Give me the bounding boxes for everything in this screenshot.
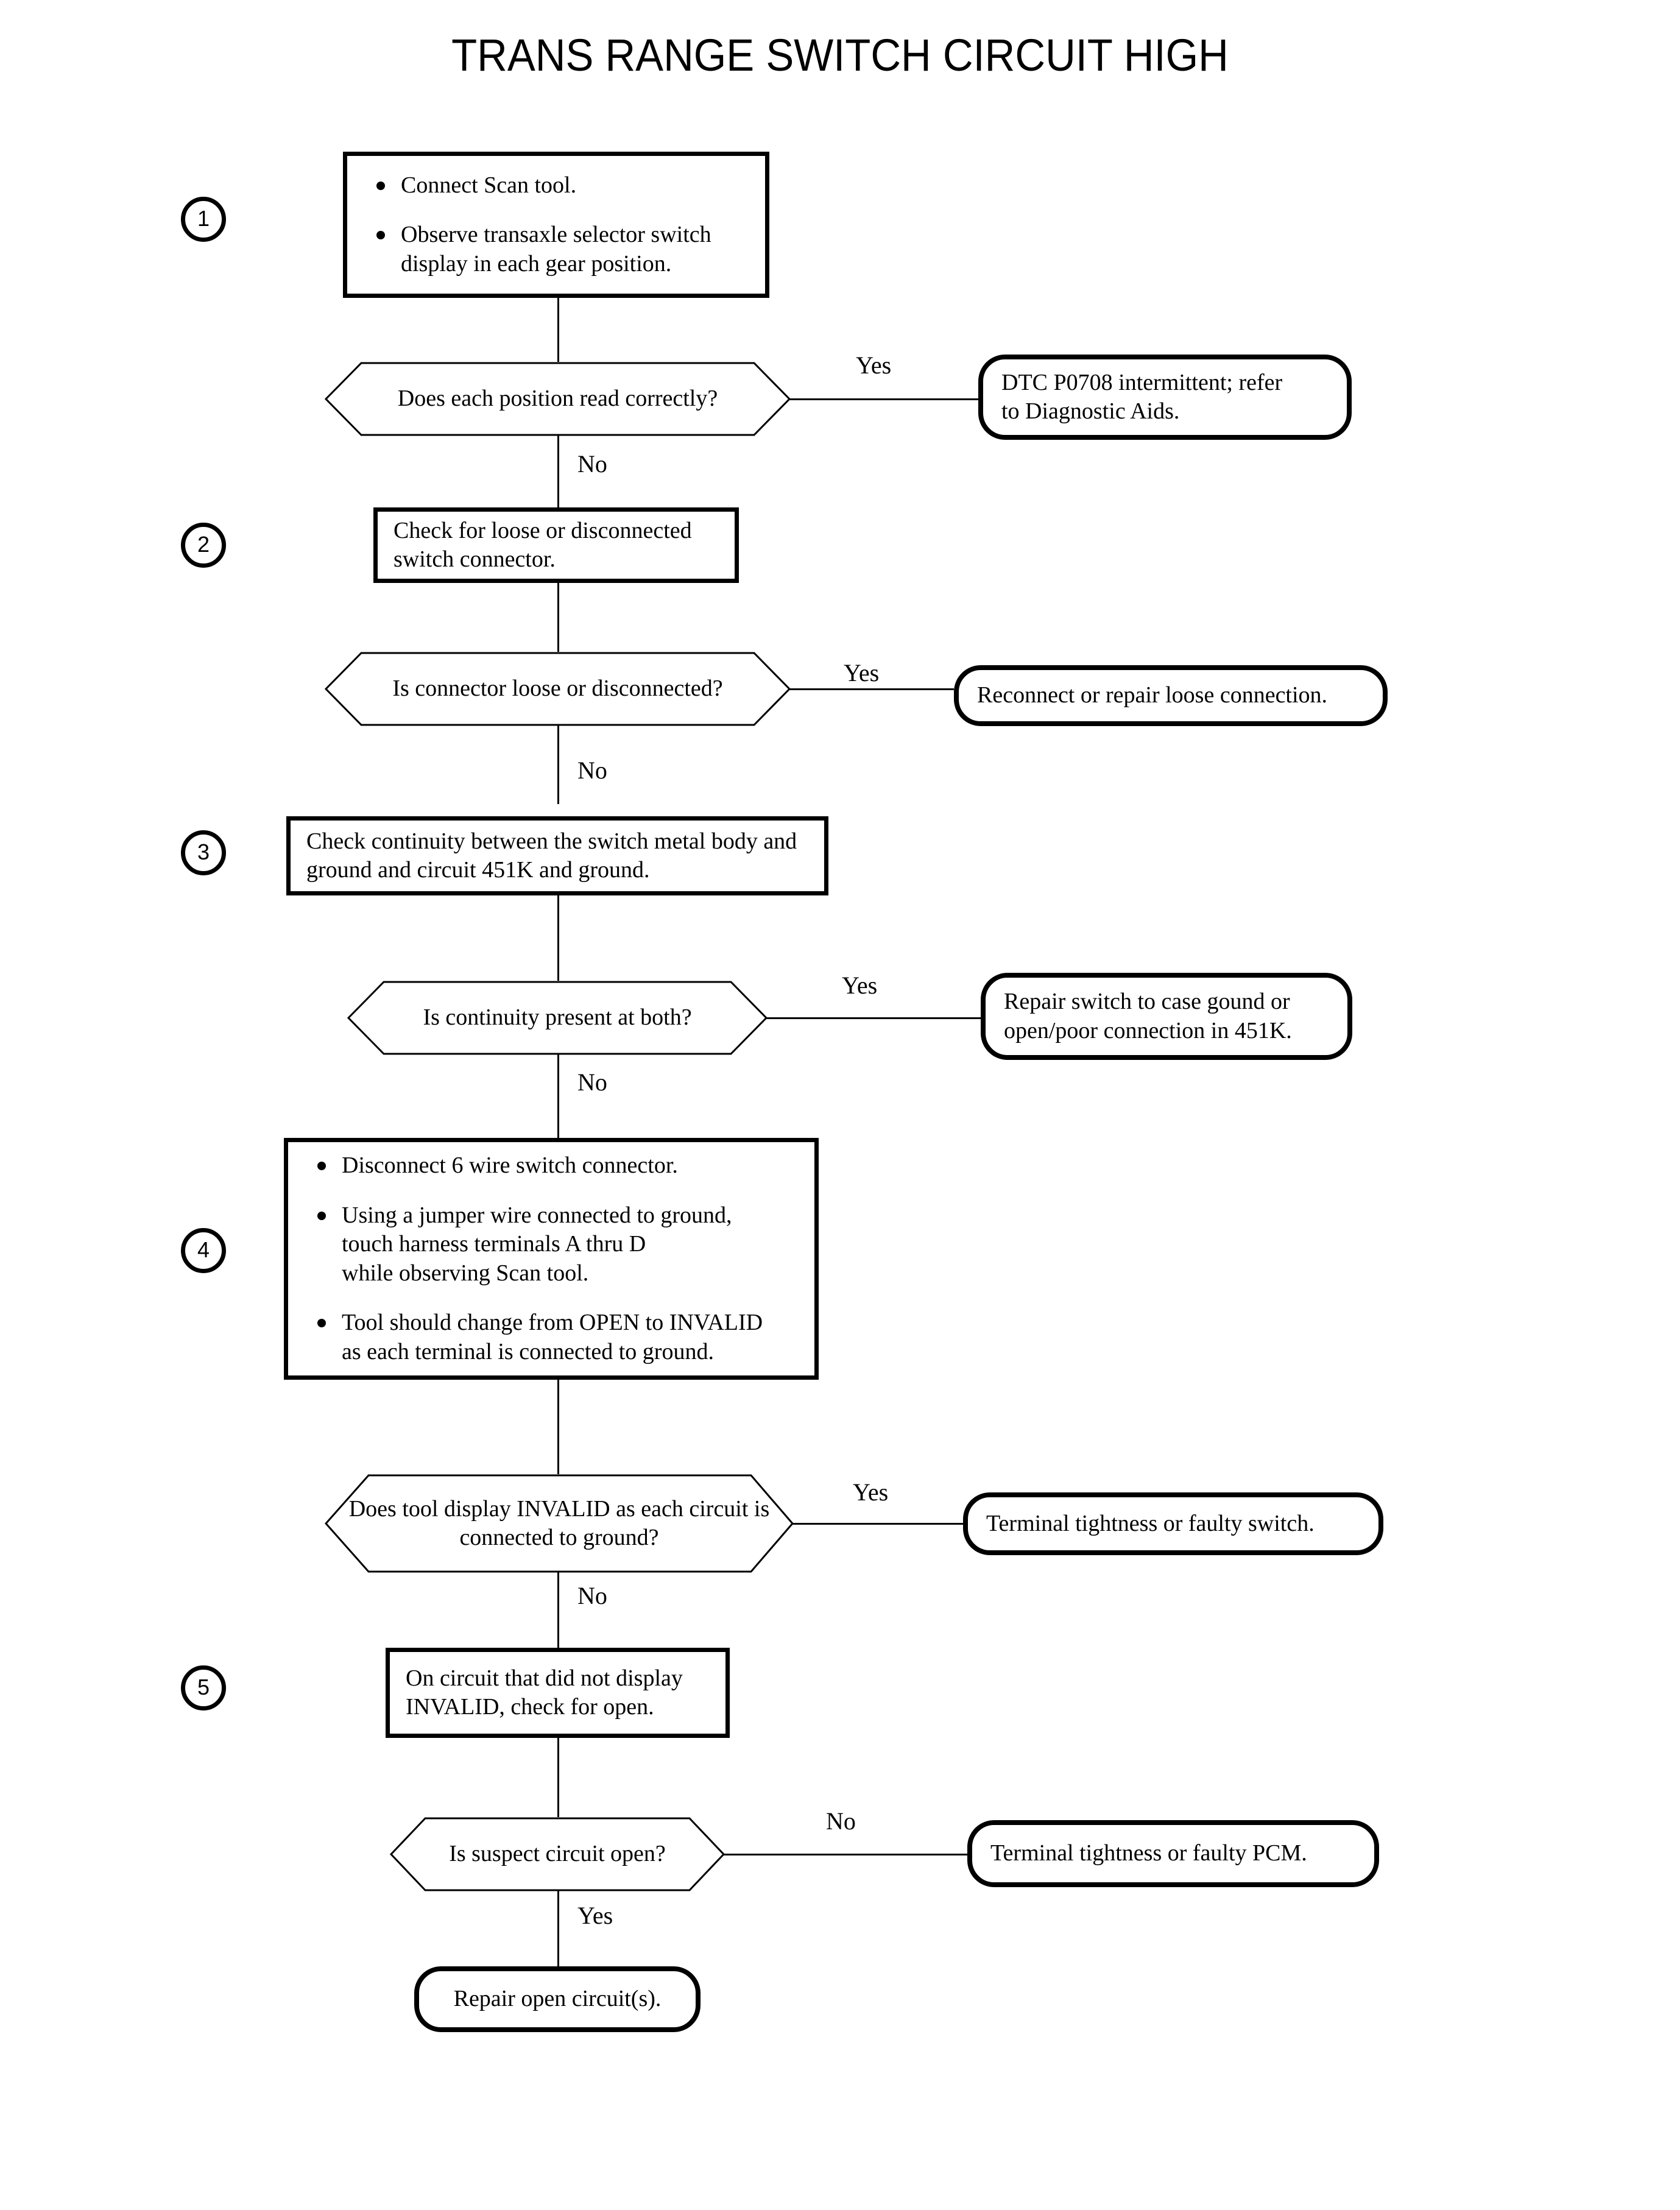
terminator-terminal-tightness-switch: Terminal tightness or faulty switch.: [963, 1492, 1383, 1555]
decision-1: Does each position read correctly?: [325, 362, 791, 436]
connector-step5-to-decision5: [557, 1738, 559, 1817]
branch-label-decision3-yes: Yes: [842, 972, 878, 999]
connector-decision2-yes: [789, 688, 954, 690]
connector-decision3-yes: [766, 1017, 981, 1019]
branch-label-decision4-yes: Yes: [853, 1478, 889, 1506]
connector-decision3-no: [557, 1054, 559, 1139]
terminator-t1-line-1: DTC P0708 intermittent; refer: [1001, 369, 1283, 395]
decision-5: Is suspect circuit open?: [390, 1817, 725, 1891]
step-4-bullet-list: Disconnect 6 wire switch connector. Usin…: [304, 1151, 799, 1366]
step-3-text: Check continuity between the switch meta…: [306, 828, 797, 883]
decision-1-text: Does each position read correctly?: [397, 386, 718, 412]
branch-label-decision5-no: No: [826, 1807, 856, 1835]
step-number-3: 3: [181, 830, 226, 875]
connector-step2-to-decision2: [557, 583, 559, 652]
step-number-5: 5: [181, 1665, 226, 1710]
step-4-bullet-3: Tool should change from OPEN to INVALID …: [304, 1308, 799, 1366]
step-number-4: 4: [181, 1228, 226, 1273]
step-number-2: 2: [181, 523, 226, 568]
terminator-t3-line-2: open/poor connection in 451K.: [1004, 1017, 1292, 1043]
terminator-repair-open-circuits: Repair open circuit(s).: [414, 1966, 701, 2032]
connector-step4-to-decision4: [557, 1380, 559, 1474]
terminator-t5-line-1: Terminal tightness or faulty PCM.: [990, 1840, 1307, 1866]
decision-2: Is connector loose or disconnected?: [325, 652, 791, 726]
terminator-t3-line-1: Repair switch to case gound or: [1004, 989, 1290, 1014]
branch-label-decision4-no: No: [577, 1582, 607, 1609]
step-2-text: Check for loose or disconnected switch c…: [394, 517, 692, 573]
step-4-bullet-2-line-3: while observing Scan tool.: [342, 1260, 589, 1286]
step-number-1: 1: [181, 197, 226, 242]
hexagon-shape: [325, 1474, 794, 1573]
connector-decision2-no: [557, 725, 559, 804]
connector-step1-to-decision1: [557, 298, 559, 362]
connector-decision1-no: [557, 435, 559, 509]
terminator-terminal-tightness-pcm: Terminal tightness or faulty PCM.: [967, 1820, 1379, 1887]
process-box-step-3: Check continuity between the switch meta…: [286, 816, 828, 895]
decision-3-text: Is continuity present at both?: [423, 1004, 692, 1031]
step-4-bullet-2-line-2: touch harness terminals A thru D: [342, 1231, 646, 1257]
step-1-bullet-list: Connect Scan tool. Observe transaxle sel…: [363, 171, 749, 279]
decision-4: Does tool display INVALID as each circui…: [325, 1474, 794, 1573]
branch-label-decision3-no: No: [577, 1068, 607, 1096]
branch-label-decision2-yes: Yes: [844, 659, 880, 687]
branch-label-decision1-no: No: [577, 450, 607, 478]
terminator-dtc-intermittent: DTC P0708 intermittent; refer to Diagnos…: [978, 355, 1352, 440]
branch-label-decision5-yes: Yes: [577, 1902, 613, 1929]
step-4-bullet-3-line-2: as each terminal is connected to ground.: [342, 1338, 714, 1364]
connector-decision4-no: [557, 1572, 559, 1657]
connector-decision5-yes: [557, 1890, 559, 1966]
hexagon-shape: [390, 1817, 725, 1891]
process-box-step-5: On circuit that did not display INVALID,…: [386, 1648, 730, 1738]
terminator-t4-line-1: Terminal tightness or faulty switch.: [986, 1510, 1315, 1536]
decision-4-text: Does tool display INVALID as each circui…: [348, 1495, 770, 1551]
connector-decision4-yes: [792, 1523, 963, 1525]
process-box-step-2: Check for loose or disconnected switch c…: [373, 507, 739, 583]
step-5-text: On circuit that did not display INVALID,…: [406, 1665, 683, 1720]
step-4-bullet-2: Using a jumper wire connected to ground,…: [304, 1201, 799, 1288]
connector-decision5-no: [724, 1854, 967, 1855]
terminator-reconnect-repair: Reconnect or repair loose connection.: [954, 665, 1388, 726]
decision-2-text: Is connector loose or disconnected?: [392, 676, 723, 702]
branch-label-decision1-yes: Yes: [856, 351, 892, 379]
hexagon-shape: [347, 981, 768, 1055]
terminator-t1-line-2: to Diagnostic Aids.: [1001, 398, 1180, 424]
step-4-bullet-2-line-1: Using a jumper wire connected to ground,: [342, 1202, 732, 1228]
decision-3: Is continuity present at both?: [347, 981, 768, 1055]
process-box-step-1: Connect Scan tool. Observe transaxle sel…: [343, 152, 769, 298]
hexagon-shape: [325, 652, 791, 726]
page-title: TRANS RANGE SWITCH CIRCUIT HIGH: [451, 30, 1229, 80]
connector-decision1-yes: [789, 398, 978, 400]
step-1-bullet-1: Connect Scan tool.: [363, 171, 749, 200]
terminator-t2-line-1: Reconnect or repair loose connection.: [977, 682, 1328, 708]
hexagon-shape: [325, 362, 791, 436]
step-4-bullet-1: Disconnect 6 wire switch connector.: [304, 1151, 799, 1181]
terminator-t6-line-1: Repair open circuit(s).: [453, 1986, 662, 2012]
process-box-step-4: Disconnect 6 wire switch connector. Usin…: [284, 1138, 819, 1380]
terminator-repair-switch-case-ground: Repair switch to case gound or open/poor…: [981, 973, 1352, 1060]
step-4-bullet-3-line-1: Tool should change from OPEN to INVALID: [342, 1310, 763, 1335]
branch-label-decision2-no: No: [577, 757, 607, 784]
decision-5-text: Is suspect circuit open?: [449, 1841, 666, 1867]
step-1-bullet-2: Observe transaxle selector switch displa…: [363, 221, 749, 278]
connector-step3-to-decision3: [557, 895, 559, 981]
